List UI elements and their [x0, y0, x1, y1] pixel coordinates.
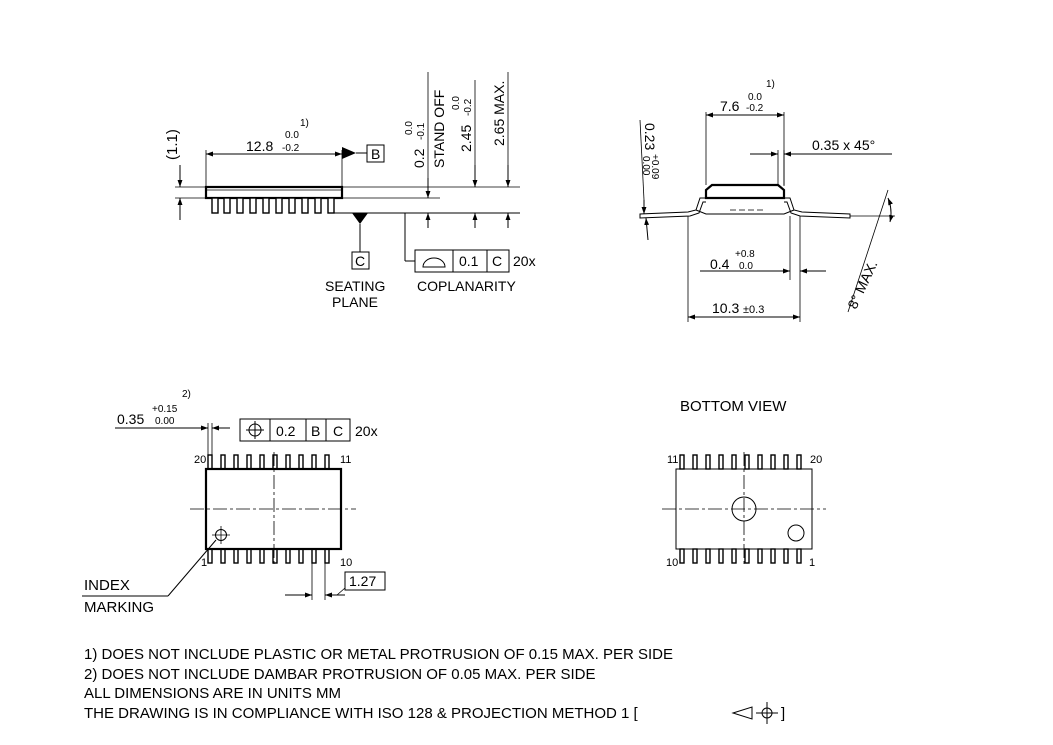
svg-text:0.2: 0.2	[276, 423, 296, 439]
end-view: 7.6 0.0 -0.2 1) 0.35 x 45° 0.23 +0.09 0.…	[639, 79, 895, 322]
svg-text:STAND OFF: STAND OFF	[431, 90, 447, 168]
datum-c-box	[351, 251, 370, 270]
svg-text:C: C	[492, 253, 502, 269]
note-3: ALL DIMENSIONS ARE IN UNITS MM	[84, 685, 341, 702]
top-leads-lower	[207, 548, 330, 564]
coplanarity-frame	[414, 249, 454, 273]
svg-text:0.0: 0.0	[748, 92, 762, 103]
dim-body-width: 7.6	[720, 98, 740, 114]
svg-text:20: 20	[194, 454, 206, 466]
svg-text:1): 1)	[766, 79, 775, 90]
top-view: 20 11 1 10 0.35 +0.15 0.00 2) 0.2 B C 20…	[82, 389, 386, 616]
ejector-mark-large	[731, 496, 757, 522]
svg-text:+0.09: +0.09	[649, 154, 660, 180]
svg-text:1: 1	[201, 557, 207, 569]
svg-text:MARKING: MARKING	[84, 599, 154, 616]
bottom-view: BOTTOM VIEW	[662, 398, 826, 569]
svg-text:11: 11	[340, 454, 351, 466]
svg-text:0.1: 0.1	[459, 253, 479, 269]
side-view: (1.1) 12.8 0.0 -0.2 1) B C 0.2 0.0 -0.1 …	[164, 72, 536, 310]
svg-text:]: ]	[781, 705, 785, 722]
top-leads-upper	[207, 454, 330, 470]
svg-text:0.0: 0.0	[285, 130, 299, 141]
svg-text:+0.15: +0.15	[152, 404, 178, 415]
coplanarity-symbol-icon	[422, 257, 446, 268]
dim-foot-length: 0.4	[710, 256, 730, 272]
svg-text:-0.2: -0.2	[463, 98, 474, 116]
svg-text:20x: 20x	[513, 253, 536, 269]
dim-lead-width: 0.35	[117, 411, 144, 427]
svg-text:-0.2: -0.2	[282, 143, 300, 154]
dim-max-height: 2.65 MAX.	[491, 81, 507, 146]
svg-text:PLANE: PLANE	[332, 294, 378, 310]
svg-text:20x: 20x	[355, 423, 378, 439]
dim-lead-thickness: 0.23	[642, 123, 658, 150]
dim-angle: 8° MAX.	[844, 258, 880, 311]
svg-text:-0.1: -0.1	[416, 122, 427, 140]
bottom-view-title: BOTTOM VIEW	[680, 398, 787, 415]
dim-pitch: 1.27	[349, 573, 376, 589]
index-marking-label: INDEX	[84, 577, 130, 594]
datum-b-box	[366, 144, 385, 163]
dim-ref-1-1: (1.1)	[164, 129, 181, 160]
svg-text:10: 10	[666, 557, 678, 569]
note-1: 1) DOES NOT INCLUDE PLASTIC OR METAL PRO…	[84, 646, 673, 663]
svg-text:1): 1)	[300, 118, 309, 129]
svg-text:C: C	[333, 423, 343, 439]
svg-text:±0.3: ±0.3	[743, 304, 764, 316]
svg-text:0.00: 0.00	[640, 156, 651, 176]
svg-text:+0.8: +0.8	[735, 249, 755, 260]
svg-text:0.0: 0.0	[451, 96, 462, 110]
dim-length-nominal: 12.8	[246, 138, 273, 154]
ejector-mark-small	[787, 524, 805, 542]
svg-text:B: B	[371, 146, 380, 162]
svg-text:-0.2: -0.2	[746, 103, 764, 114]
svg-text:2): 2)	[182, 389, 191, 400]
coplanarity-label: COPLANARITY	[417, 278, 516, 294]
dim-standoff: 0.2	[411, 148, 427, 168]
note-4: THE DRAWING IS IN COMPLIANCE WITH ISO 12…	[84, 705, 639, 722]
svg-text:0.0: 0.0	[739, 261, 753, 272]
right-lead	[784, 197, 851, 219]
projection-method-icon	[731, 702, 778, 724]
svg-text:C: C	[355, 253, 365, 269]
seating-plane-label: SEATING	[325, 278, 385, 294]
end-body	[704, 183, 786, 200]
bottom-leads-lower	[679, 548, 802, 564]
svg-text:1: 1	[809, 557, 815, 569]
left-lead	[639, 197, 706, 219]
pitch-box	[344, 571, 386, 591]
note-2: 2) DOES NOT INCLUDE DAMBAR PROTRUSION OF…	[84, 666, 596, 683]
dim-lead-span: 10.3	[712, 300, 739, 316]
svg-text:11: 11	[667, 454, 678, 466]
svg-text:B: B	[311, 423, 320, 439]
svg-text:10: 10	[340, 557, 352, 569]
dim-chamfer: 0.35 x 45°	[812, 137, 875, 153]
notes: 1) DOES NOT INCLUDE PLASTIC OR METAL PRO…	[84, 646, 785, 724]
svg-text:0.00: 0.00	[155, 416, 175, 427]
side-leads	[211, 197, 335, 214]
side-body	[204, 185, 344, 200]
dim-body-height: 2.45	[458, 125, 474, 152]
svg-text:20: 20	[810, 454, 822, 466]
svg-text:0.0: 0.0	[404, 121, 415, 135]
bottom-leads-upper	[679, 454, 802, 470]
